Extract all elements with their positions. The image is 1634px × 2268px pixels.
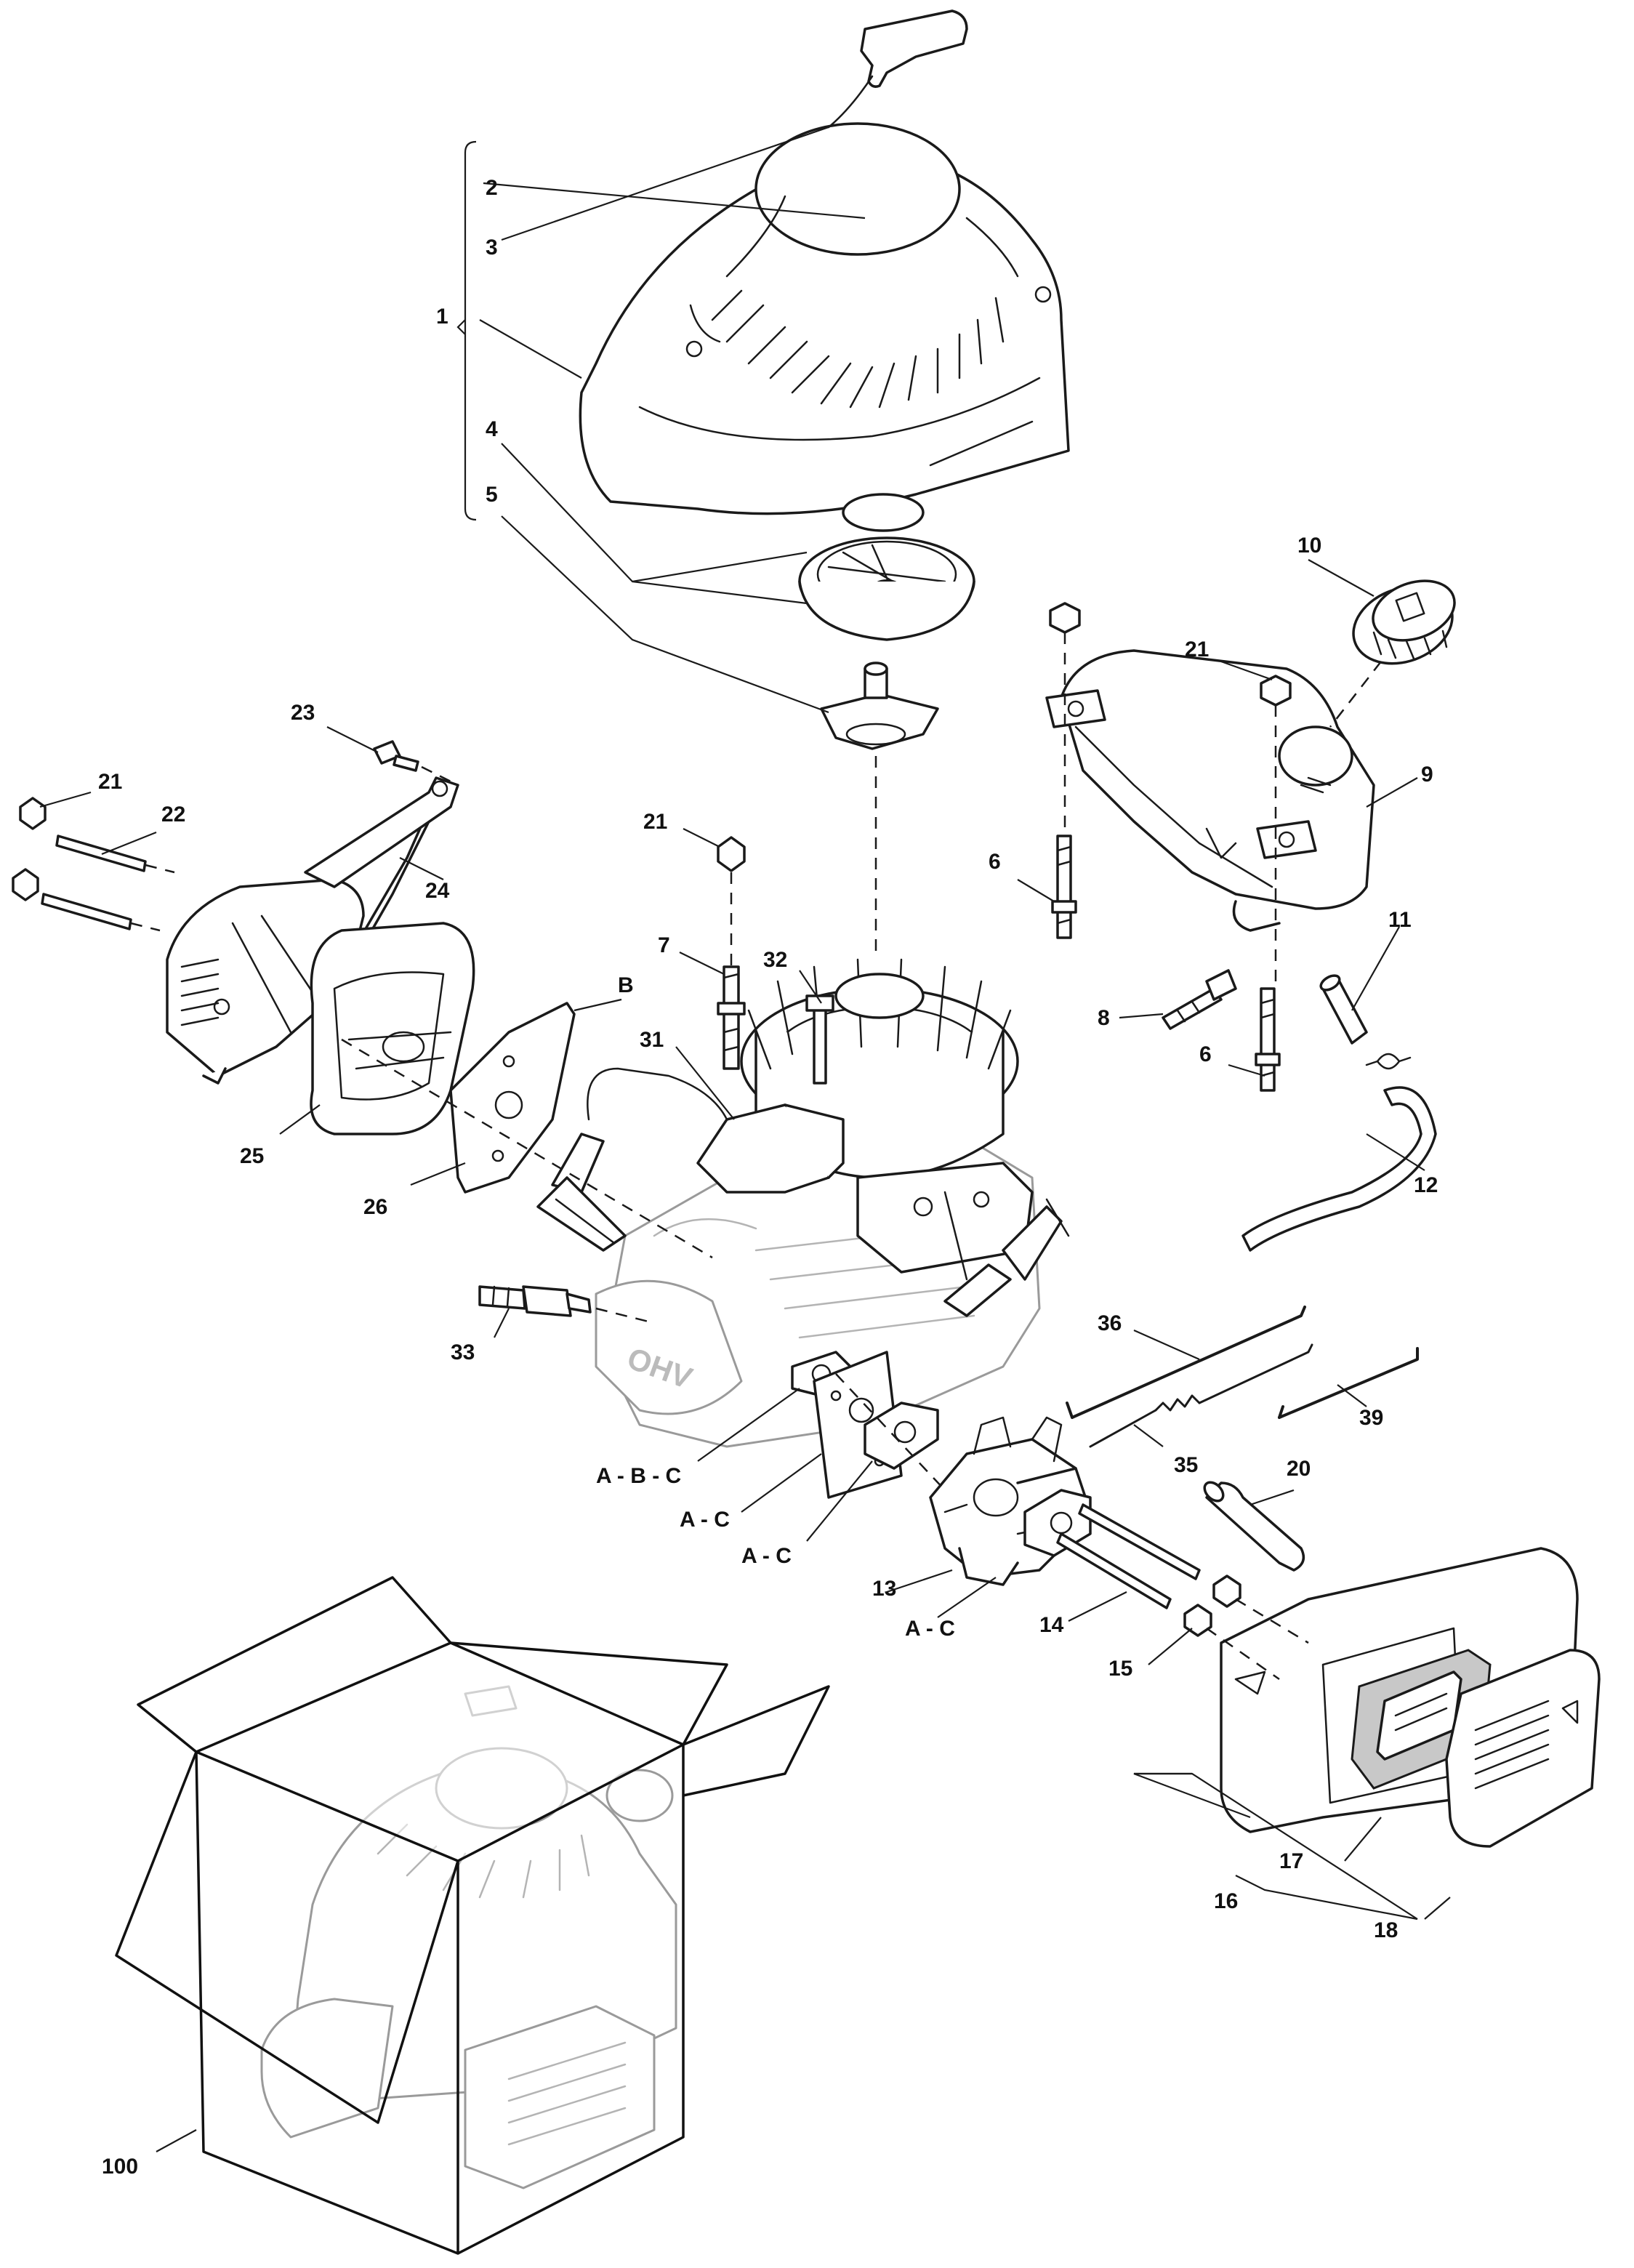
stud-6-lower <box>1255 987 1281 1092</box>
choke-link-39 <box>1278 1347 1419 1419</box>
callout-12: 12 <box>1414 1173 1438 1197</box>
carb-stud-lower <box>1056 1532 1172 1609</box>
airfilter-nut-upper <box>1212 1575 1241 1608</box>
carb-stud-upper <box>1078 1503 1201 1580</box>
callout-36: 36 <box>1098 1311 1122 1335</box>
muffler-screw-23 <box>373 740 419 772</box>
breather-hose <box>1203 1481 1305 1572</box>
muffler-mount-bracket <box>304 776 459 888</box>
packaged-engine-box <box>115 1576 830 2255</box>
callout-16: 16 <box>1214 1889 1238 1913</box>
callout-13: 13 <box>872 1577 896 1601</box>
callout-39: 39 <box>1359 1406 1383 1430</box>
bolt-8 <box>1162 969 1237 1030</box>
callout-15: 15 <box>1108 1657 1132 1681</box>
stud-6-upper <box>1051 835 1077 939</box>
callout-26: 26 <box>363 1195 387 1219</box>
tank-nut-top <box>1049 602 1081 634</box>
callout-25: 25 <box>240 1144 264 1168</box>
callout-7: 7 <box>658 933 670 957</box>
callout-6-upper: 6 <box>989 850 1001 874</box>
callout-33: 33 <box>451 1340 475 1364</box>
callout-2: 2 <box>486 176 498 200</box>
starter-pulley <box>798 493 975 641</box>
muffler-stud-upper <box>55 835 147 872</box>
callout-22: 22 <box>161 803 185 827</box>
callout-abc: A - B - C <box>596 1464 681 1488</box>
callout-20: 20 <box>1287 1457 1311 1481</box>
starter-handle <box>827 9 968 129</box>
callout-4: 4 <box>486 417 498 441</box>
callout-21-tank: 21 <box>1185 638 1209 662</box>
muffler-nut-upper <box>19 797 47 830</box>
callout-24: 24 <box>425 879 450 903</box>
fuel-cap <box>1352 579 1456 665</box>
callout-ac-3: A - C <box>905 1617 955 1641</box>
fuel-tank <box>1045 649 1375 932</box>
callout-21-muffler: 21 <box>98 770 122 794</box>
callout-10: 10 <box>1297 534 1321 558</box>
fuel-connector <box>1319 974 1368 1045</box>
callout-labels: 2 3 1 4 5 10 21 9 6 11 8 6 12 23 21 22 2… <box>98 176 1438 2179</box>
coil-bolt-32 <box>805 994 834 1085</box>
callout-9: 9 <box>1421 763 1433 787</box>
recoil-starter-housing <box>579 122 1070 515</box>
callout-18: 18 <box>1374 1918 1398 1942</box>
callout-8: 8 <box>1098 1006 1110 1030</box>
callout-17: 17 <box>1279 1849 1303 1873</box>
spark-plug <box>478 1285 592 1317</box>
callout-21-coil: 21 <box>643 810 667 834</box>
callout-B: B <box>618 973 634 997</box>
callout-6-lower: 6 <box>1199 1042 1212 1066</box>
callout-5: 5 <box>486 483 498 507</box>
callout-14: 14 <box>1039 1613 1064 1637</box>
muffler <box>310 922 475 1135</box>
callout-100: 100 <box>102 2155 138 2179</box>
assembly-lines <box>130 632 1382 1681</box>
callout-31: 31 <box>640 1028 664 1052</box>
callout-1: 1 <box>436 305 448 329</box>
muffler-gasket <box>449 1002 576 1194</box>
callout-3: 3 <box>486 236 498 260</box>
callout-11: 11 <box>1388 908 1412 932</box>
callout-35: 35 <box>1174 1453 1198 1477</box>
tank-nut-right <box>1260 675 1292 707</box>
callout-ac-1: A - C <box>680 1508 730 1532</box>
coil-stud-7 <box>717 965 746 1070</box>
engine-bracket <box>856 1162 1070 1317</box>
hose-clip <box>1365 1053 1412 1070</box>
starter-cup <box>820 662 939 750</box>
fuel-hose <box>1241 1086 1437 1252</box>
coil-nut-21 <box>717 836 746 872</box>
muffler-stud-lower <box>41 893 132 930</box>
carb-gasket-outer <box>1023 1489 1092 1557</box>
carb-gasket <box>864 1402 939 1470</box>
callout-ac-2: A - C <box>741 1544 792 1568</box>
air-filter-cover <box>1445 1649 1601 1848</box>
callout-23: 23 <box>291 701 315 725</box>
ignition-coil <box>536 1067 845 1252</box>
callout-32: 32 <box>763 948 787 972</box>
muffler-nut-lower <box>12 868 39 901</box>
throttle-link-36 <box>1066 1306 1306 1419</box>
governor-spring-35 <box>1089 1343 1313 1448</box>
leader-lines <box>39 126 1451 2152</box>
